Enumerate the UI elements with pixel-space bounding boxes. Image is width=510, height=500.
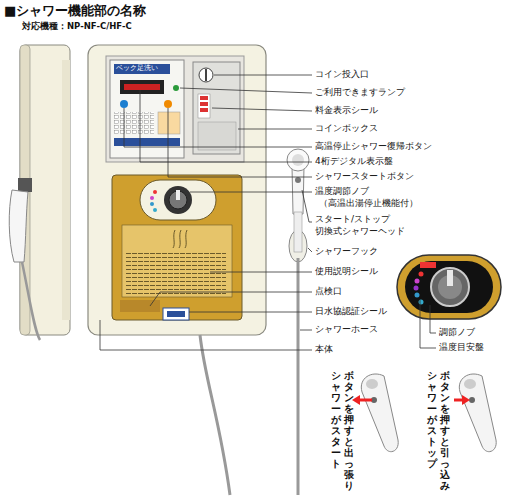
part-label: ご利用できますランプ bbox=[315, 87, 405, 98]
model-name: 対応機種：NP-NF-C/HF-C bbox=[22, 21, 132, 32]
part-label: 切換式シャワーヘッド bbox=[315, 226, 405, 237]
part-label: シャワーホース bbox=[315, 324, 378, 335]
part-label: 使用説明シール bbox=[315, 266, 378, 277]
title: ■シャワー機能部の名称 bbox=[4, 3, 146, 19]
leader-lines bbox=[100, 75, 312, 350]
panel-title: ベック足洗い bbox=[114, 64, 160, 73]
knob-inset bbox=[397, 255, 501, 348]
part-label-note: （高温出湯停止機能付） bbox=[319, 198, 418, 209]
part-label: 料金表示シール bbox=[315, 105, 378, 116]
shower-head-stop bbox=[454, 374, 496, 452]
vertical-note: ボタンを押すと出っ張り bbox=[344, 370, 354, 491]
side-view bbox=[9, 45, 70, 340]
shower-head-start bbox=[352, 374, 398, 452]
part-label: 高温停止シャワー復帰ボタン bbox=[315, 141, 432, 152]
vertical-note: シャワーがスタート bbox=[331, 370, 341, 469]
part-label: 温度調節ノブ bbox=[315, 186, 369, 197]
part-label: 本体 bbox=[315, 344, 333, 355]
part-label: シャワーフック bbox=[315, 246, 378, 257]
part-label: 温度目安盤 bbox=[439, 342, 484, 353]
part-label: 4桁デジタル表示盤 bbox=[315, 156, 393, 167]
part-label: スタート/ストップ bbox=[315, 214, 390, 225]
vertical-note: ボタンを押すと引っ込み bbox=[440, 370, 450, 491]
part-label: シャワースタートボタン bbox=[315, 171, 414, 182]
shower-head-front bbox=[200, 149, 309, 495]
part-label: コインボックス bbox=[315, 123, 378, 134]
front-unit bbox=[88, 45, 266, 335]
part-label: 点検口 bbox=[315, 286, 342, 297]
part-label: コイン投入口 bbox=[315, 69, 369, 80]
part-label: 調節ノブ bbox=[439, 327, 475, 338]
vertical-note: シャワーがストップ bbox=[427, 370, 437, 469]
part-label: 日水協認証シール bbox=[315, 306, 387, 317]
